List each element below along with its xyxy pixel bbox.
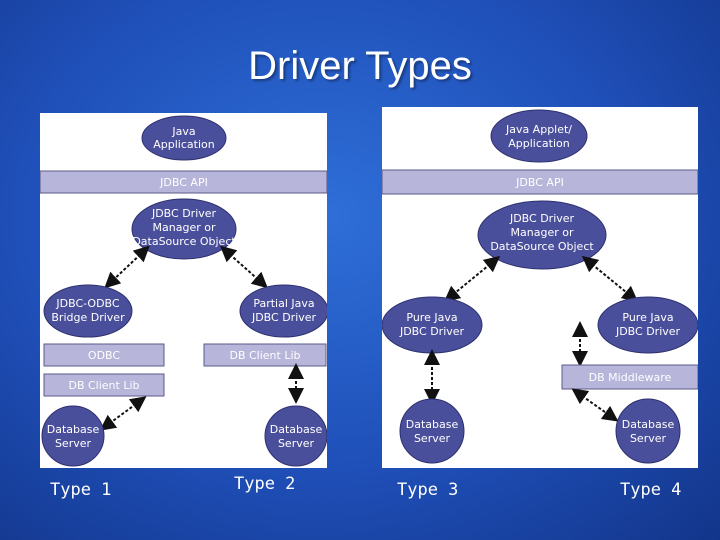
svg-text:JDBC Driver: JDBC Driver xyxy=(615,325,681,338)
database-server-left-node: Database Server xyxy=(41,405,105,467)
driver-manager-node-right: JDBC Driver Manager or DataSource Object xyxy=(477,200,607,270)
svg-text:Database: Database xyxy=(406,418,459,431)
svg-text:DB Client Lib: DB Client Lib xyxy=(68,379,139,392)
svg-text:JDBC Driver: JDBC Driver xyxy=(151,207,217,220)
svg-text:Pure Java: Pure Java xyxy=(622,311,673,324)
driver-manager-node: JDBC Driver Manager or DataSource Object xyxy=(131,198,237,260)
jdbc-api-bar-right: JDBC API xyxy=(382,169,698,195)
manager-to-type1-arrow xyxy=(104,245,150,289)
svg-text:Bridge Driver: Bridge Driver xyxy=(51,311,125,324)
svg-text:JDBC API: JDBC API xyxy=(515,176,564,189)
manager-to-type2-arrow xyxy=(220,245,268,289)
svg-text:JDBC Driver: JDBC Driver xyxy=(251,311,317,324)
svg-text:Java: Java xyxy=(171,125,195,138)
jdbc-api-bar: JDBC API xyxy=(40,170,327,194)
db-middleware-bar: DB Middleware xyxy=(561,364,698,390)
svg-text:Application: Application xyxy=(153,138,214,151)
svg-text:DB Middleware: DB Middleware xyxy=(589,371,672,384)
pure-java-driver-type3-node: Pure Java JDBC Driver xyxy=(382,296,483,354)
database-server-right-node-right-panel: Database Server xyxy=(615,398,681,464)
svg-text:Server: Server xyxy=(278,437,315,450)
svg-text:Manager or: Manager or xyxy=(511,226,574,239)
svg-text:ODBC: ODBC xyxy=(88,349,120,362)
db-client-lib-right-bar: DB Client Lib xyxy=(203,343,327,367)
right-diagram-panel: Java Applet/ Application JDBC API JDBC D… xyxy=(382,107,698,468)
svg-text:Manager or: Manager or xyxy=(153,221,216,234)
partial-java-driver-node: Partial Java JDBC Driver xyxy=(239,284,327,338)
slide-title: Driver Types xyxy=(248,44,472,88)
svg-text:Database: Database xyxy=(47,423,100,436)
svg-text:Server: Server xyxy=(55,437,92,450)
middleware-to-server-arrow xyxy=(571,388,619,422)
database-server-right-node: Database Server xyxy=(264,405,327,467)
svg-text:Database: Database xyxy=(270,423,323,436)
odbc-bar: ODBC xyxy=(43,343,165,367)
svg-text:Server: Server xyxy=(630,432,667,445)
left-diagram-panel: Java Application JDBC API JDBC Driver Ma… xyxy=(40,113,327,468)
jdbc-odbc-bridge-node: JDBC-ODBC Bridge Driver xyxy=(43,284,133,338)
svg-text:Database: Database xyxy=(622,418,675,431)
type2-caption: Type 2 xyxy=(234,474,296,494)
svg-text:JDBC-ODBC: JDBC-ODBC xyxy=(55,297,120,310)
svg-text:Application: Application xyxy=(508,137,569,150)
svg-text:Server: Server xyxy=(414,432,451,445)
svg-text:Java Applet/: Java Applet/ xyxy=(505,123,572,136)
svg-text:DB Client Lib: DB Client Lib xyxy=(229,349,300,362)
svg-text:Partial Java: Partial Java xyxy=(253,297,314,310)
manager-to-type4-arrow xyxy=(581,255,639,303)
svg-text:DataSource Object: DataSource Object xyxy=(490,240,594,253)
type1-caption: Type 1 xyxy=(50,480,112,500)
db-client-lib-left-bar: DB Client Lib xyxy=(43,373,165,397)
database-server-left-node-right-panel: Database Server xyxy=(399,398,465,464)
java-application-node: Java Application xyxy=(141,115,227,161)
client-lib-to-server-left-arrow xyxy=(99,396,147,431)
svg-text:DataSource Object: DataSource Object xyxy=(132,235,236,248)
svg-text:JDBC API: JDBC API xyxy=(159,176,208,189)
svg-text:Pure Java: Pure Java xyxy=(406,311,457,324)
pure-java-driver-type4-node: Pure Java JDBC Driver xyxy=(597,296,698,354)
svg-text:JDBC Driver: JDBC Driver xyxy=(509,212,575,225)
type3-caption: Type 3 xyxy=(397,480,459,500)
manager-to-type3-arrow xyxy=(443,255,501,303)
type4-caption: Type 4 xyxy=(620,480,682,500)
svg-text:JDBC Driver: JDBC Driver xyxy=(399,325,465,338)
java-applet-application-node: Java Applet/ Application xyxy=(490,109,588,163)
